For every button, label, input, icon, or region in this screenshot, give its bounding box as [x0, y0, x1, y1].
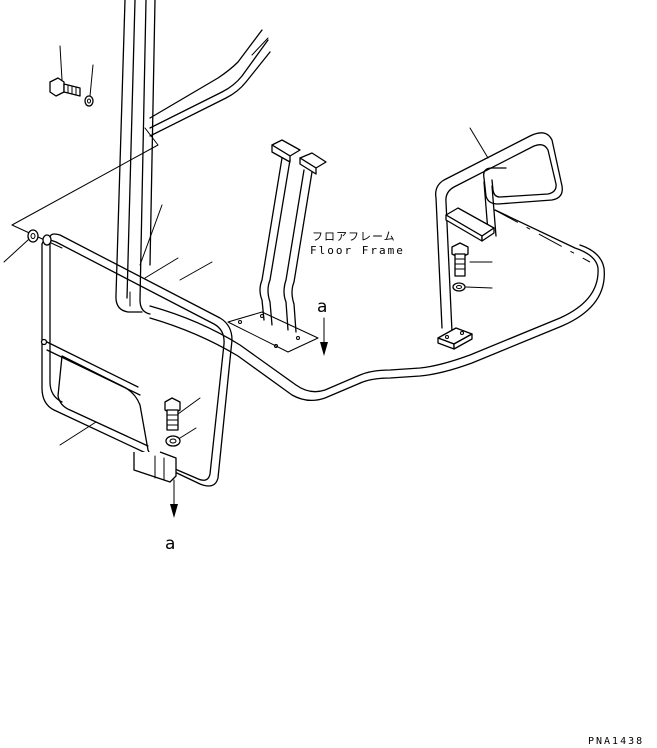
cab-pillar — [115, 0, 156, 315]
cab-upper-frame — [149, 29, 271, 137]
bolt-upper-left — [49, 77, 94, 107]
floor-frame-label-en: Floor Frame — [310, 244, 405, 257]
view-arrow-lower — [170, 479, 178, 518]
left-handrail — [27, 229, 233, 487]
right-handrail — [435, 132, 563, 350]
bolt-lower-left — [164, 397, 181, 447]
bolt-right — [451, 242, 469, 292]
view-marker-lower: a — [165, 534, 175, 554]
drawing-code: PNA1438 — [588, 736, 644, 747]
control-lever — [227, 139, 327, 353]
view-arrow-upper — [320, 317, 328, 356]
leader-lines — [3, 45, 493, 446]
floor-frame-label-jp: フロアフレーム — [312, 230, 396, 243]
floor-frame-outline — [149, 209, 605, 402]
view-marker-upper: a — [317, 297, 327, 317]
